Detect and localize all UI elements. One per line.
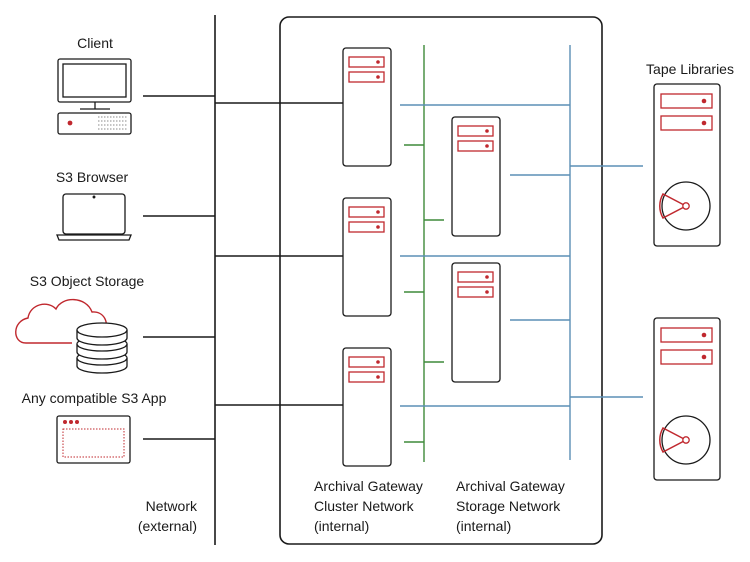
cloud-database-icon [15,298,128,374]
cluster-network-label-line3: (internal) [314,518,369,534]
desktop-computer-icon [57,58,132,135]
cluster-network [404,45,444,462]
cluster-network-label-line1: Archival Gateway [314,478,423,494]
s3-object-storage-label: S3 Object Storage [30,273,145,289]
external-network-links [143,95,343,440]
client-label: Client [77,35,113,51]
app-window-icon [56,415,131,464]
server-tower-icon [342,47,392,167]
cluster-network-label-line2: Cluster Network [314,498,415,514]
storage-network-label-line3: (internal) [456,518,511,534]
storage-network [400,45,643,460]
tape-library-icon [653,317,721,481]
server-tower-icon [342,197,392,317]
server-tower-icon [451,116,501,237]
tape-library-icon [653,83,721,247]
server-tower-icon [451,262,501,383]
s3-browser-label: S3 Browser [56,169,129,185]
storage-network-label-line1: Archival Gateway [456,478,565,494]
network-external-label-line1: Network [146,498,198,514]
any-s3-app-label: Any compatible S3 App [22,390,167,406]
storage-network-label-line2: Storage Network [456,498,561,514]
archival-gateway-boundary [279,16,603,545]
network-external-label-line2: (external) [138,518,197,534]
tape-libraries-label: Tape Libraries [646,61,734,77]
server-tower-icon [342,347,392,467]
laptop-icon [56,193,132,241]
